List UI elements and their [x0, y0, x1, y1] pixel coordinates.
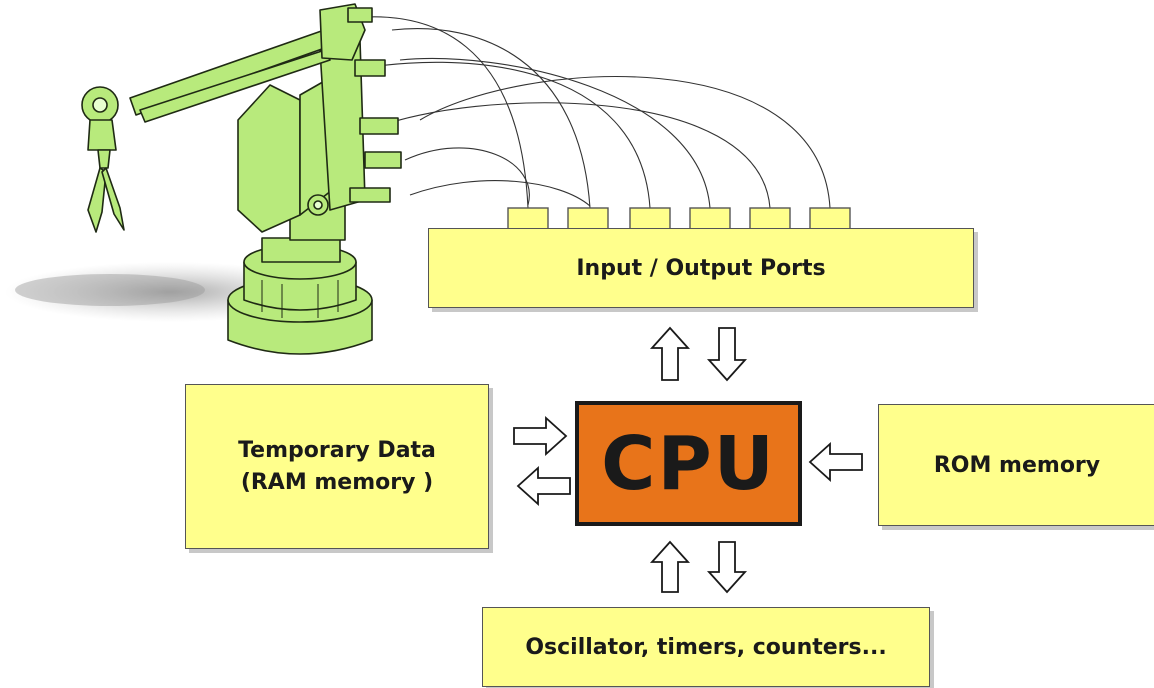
rom-memory-box: ROM memory — [878, 404, 1154, 526]
signal-wires — [351, 16, 831, 209]
ram-label-line1: Temporary Data — [238, 437, 436, 463]
cpu-label: CPU — [601, 420, 776, 507]
rom-label: ROM memory — [933, 452, 1101, 478]
arrow-left-icon — [516, 465, 571, 507]
arrow-up-icon — [649, 326, 691, 381]
arrow-down-icon — [706, 327, 748, 382]
io-ports-label: Input / Output Ports — [576, 255, 826, 281]
arrow-down-icon — [706, 541, 748, 594]
oscillator-label: Oscillator, timers, counters... — [525, 634, 887, 660]
robot-arm — [81, 3, 402, 355]
oscillator-box: Oscillator, timers, counters... — [482, 607, 930, 687]
cpu-box: CPU — [575, 401, 802, 526]
ram-label-line2: (RAM memory ) — [240, 469, 434, 495]
ram-memory-box: Temporary Data (RAM memory ) — [185, 384, 489, 549]
arrow-up-icon — [649, 540, 691, 593]
io-ports-box: Input / Output Ports — [428, 228, 974, 308]
arrow-right-icon — [513, 415, 568, 457]
arrow-left-icon — [808, 441, 863, 483]
